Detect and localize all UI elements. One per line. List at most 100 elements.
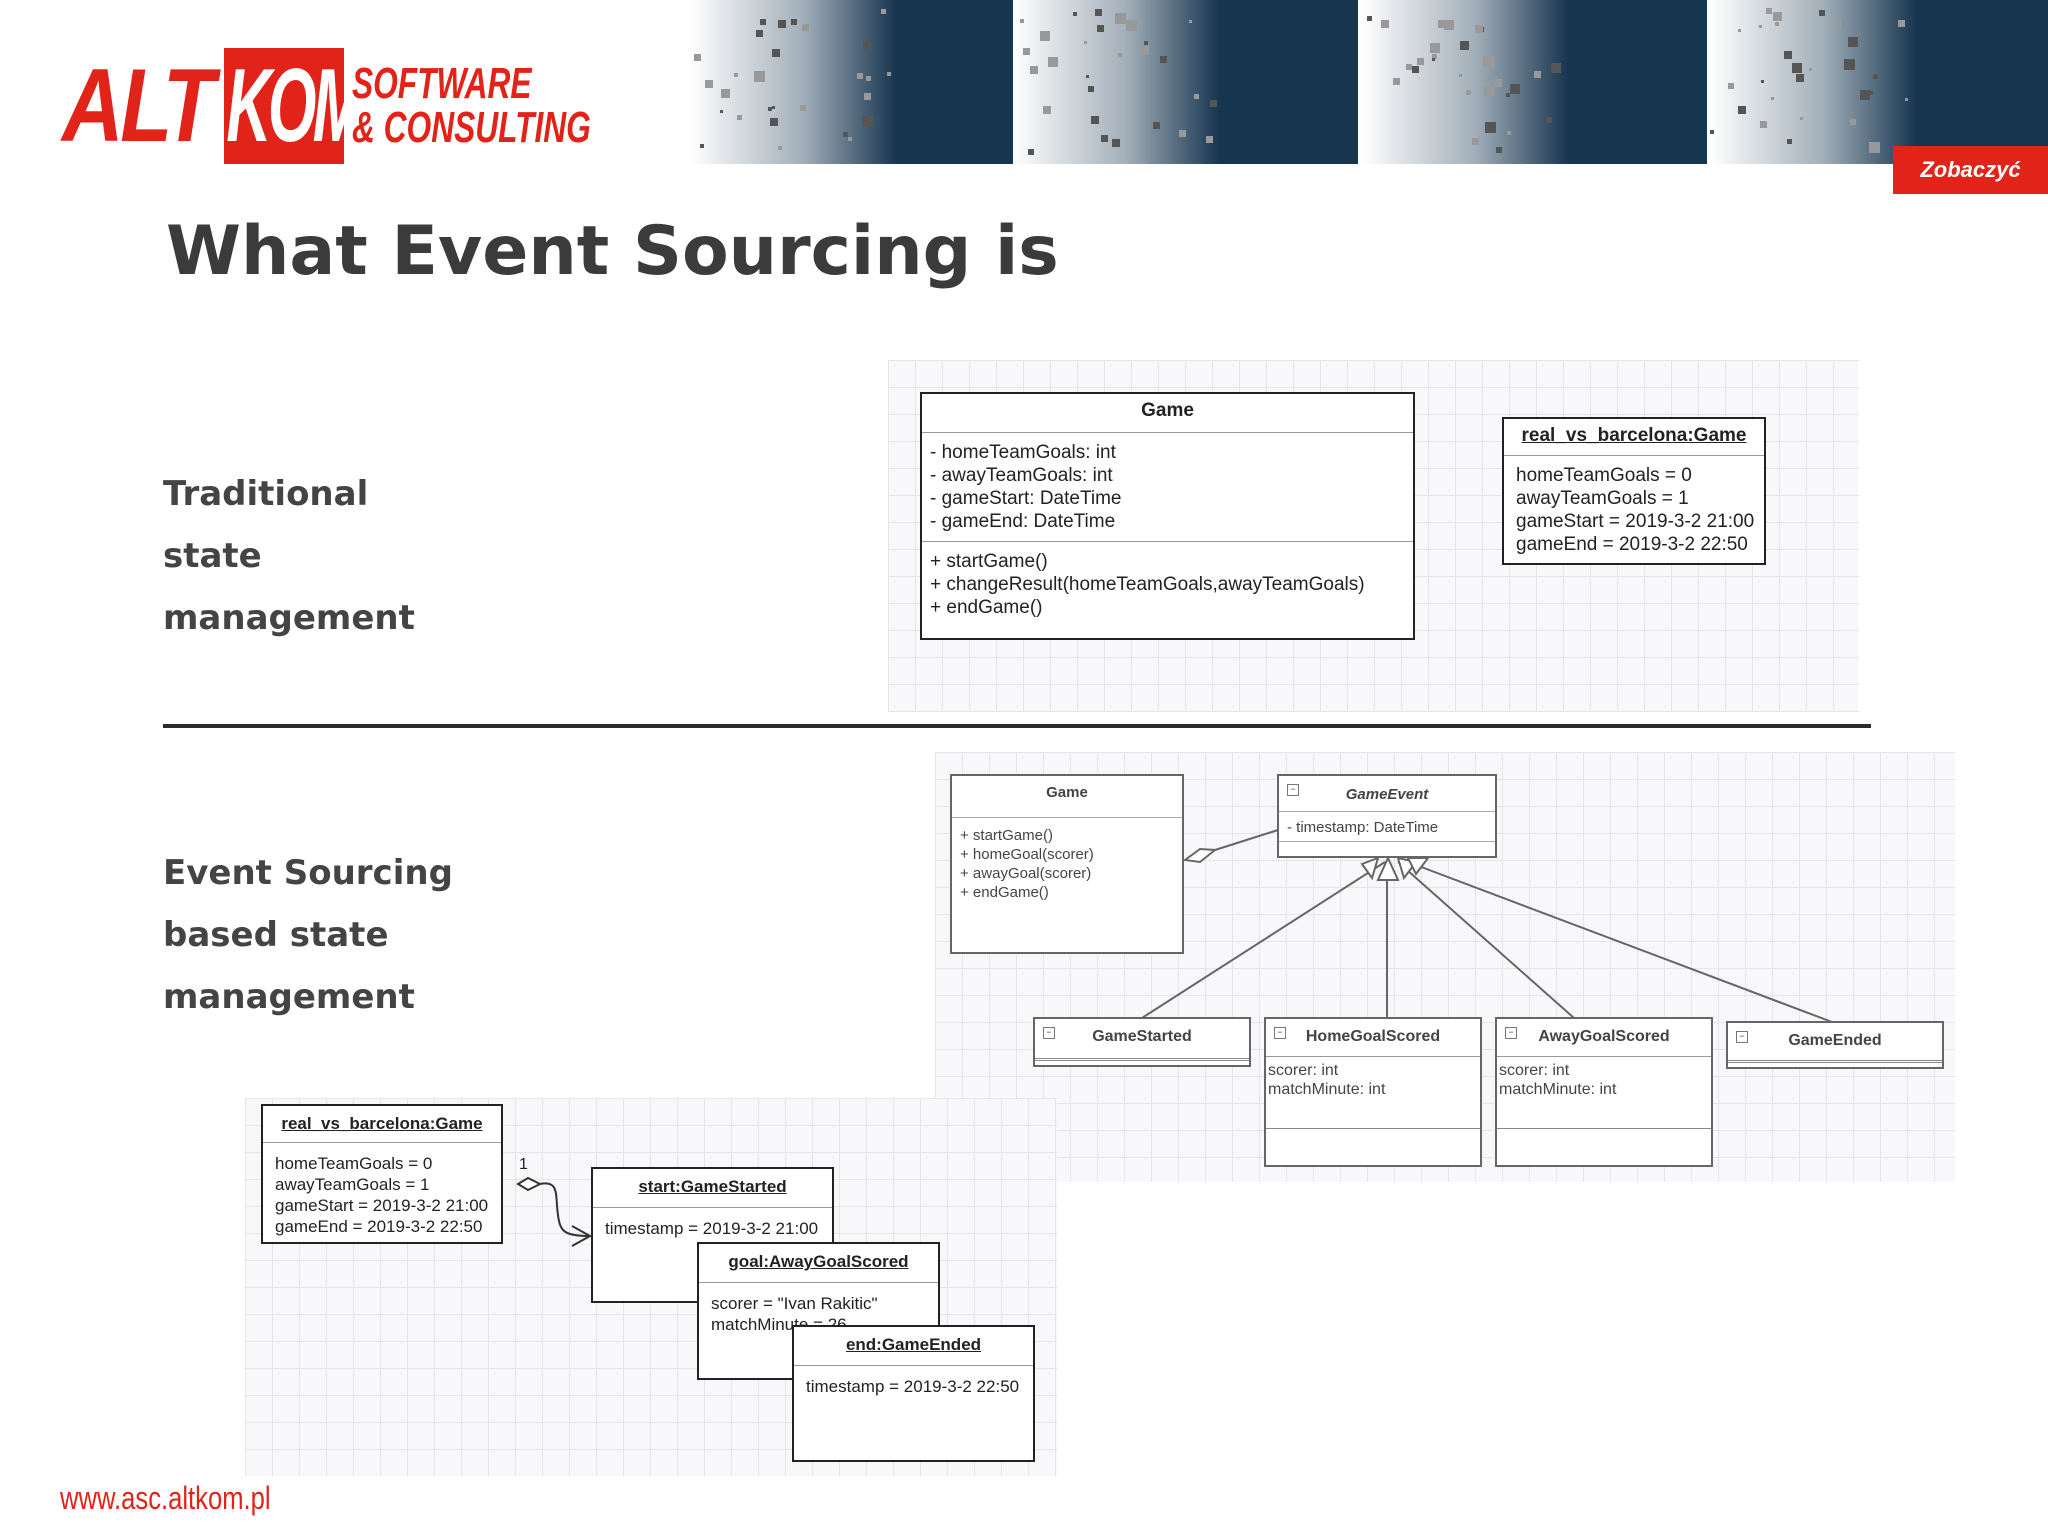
inheritance-arrowhead: [1406, 857, 1430, 876]
banner-fragment: [1412, 66, 1419, 73]
banner-fragment: [1444, 20, 1454, 30]
banner-fragment: [1759, 25, 1762, 28]
banner-fragment: [863, 41, 871, 49]
uml-class-homegoalscored: − HomeGoalScored scorer: int matchMinute…: [1264, 1017, 1482, 1167]
class-attributes: - homeTeamGoals: int - awayTeamGoals: in…: [922, 433, 1413, 541]
footer-url[interactable]: www.asc.altkom.pl: [60, 1480, 271, 1516]
operation: + endGame(): [930, 597, 1043, 618]
uml-class-game-es: Game + startGame() + homeGoal(scorer) + …: [950, 774, 1184, 954]
banner-fragment: [1460, 41, 1469, 50]
banner-fragment: [800, 105, 806, 111]
attribute: - homeTeamGoals: int: [930, 442, 1116, 463]
instance-name: real_vs_barcelona:Game: [1504, 419, 1764, 456]
banner-fragment: [1728, 83, 1734, 89]
collapse-icon: −: [1505, 1027, 1517, 1039]
logo-tagline: SOFTWARE & CONSULTING: [352, 62, 591, 150]
association-line: [539, 1182, 591, 1237]
banner-fragment: [705, 80, 713, 88]
banner-fragment: [1738, 106, 1746, 114]
class-attributes: scorer: int matchMinute: int: [1266, 1057, 1480, 1129]
banner-fragment: [1792, 63, 1802, 73]
banner-fragment: [772, 106, 775, 109]
banner-fragment: [1551, 63, 1561, 73]
banner-fragment: [1417, 58, 1424, 65]
uml-instance-end-gameended: end:GameEnded timestamp = 2019-3-2 22:50: [792, 1325, 1035, 1462]
traditional-label-line: Traditional: [163, 474, 369, 514]
banner-fragment: [1086, 75, 1089, 78]
uml-class-awaygoalscored: − AwayGoalScored scorer: int matchMinute…: [1495, 1017, 1713, 1167]
banner-fragment: [866, 76, 871, 81]
instance-name: real_vs_barcelona:Game: [263, 1106, 501, 1143]
banner-fragment: [1844, 59, 1855, 70]
banner-fragment: [1430, 43, 1440, 53]
banner-fragment: [1760, 121, 1767, 128]
banner-fragment: [1761, 80, 1764, 83]
attribute: - timestamp: DateTime: [1287, 819, 1439, 836]
banner-fragment: [720, 110, 723, 113]
class-name: GameStarted: [1035, 1019, 1249, 1061]
section-divider: [163, 724, 1871, 728]
instance-value: gameEnd = 2019-3-2 22:50: [1516, 534, 1748, 555]
banner-fragment: [1848, 37, 1858, 47]
banner-fragment: [1800, 117, 1803, 120]
instance-name: end:GameEnded: [794, 1327, 1033, 1366]
banner-panel-1: [690, 0, 1035, 164]
banner-fragment: [1510, 84, 1520, 94]
banner-fragment: [700, 144, 704, 148]
traditional-label: Traditional state management: [163, 463, 415, 649]
banner-fragment: [756, 30, 763, 37]
banner-fragment: [737, 115, 742, 120]
banner-fragment: [760, 19, 766, 25]
banner-fragment: [1860, 90, 1870, 100]
banner-fragment: [778, 20, 786, 28]
banner-fragment: [802, 24, 809, 31]
banner-fragment: [1091, 116, 1099, 124]
banner-fragment: [1738, 29, 1741, 32]
banner-fragment: [1048, 57, 1058, 67]
attribute: - gameStart: DateTime: [930, 488, 1122, 509]
instance-value: awayTeamGoals = 1: [275, 1175, 430, 1194]
multiplicity-label: 1: [519, 1156, 528, 1173]
event-label-line: management: [163, 977, 415, 1017]
class-name: Game: [922, 394, 1413, 433]
traditional-label-line: state: [163, 536, 262, 576]
banner-fragment: [1118, 53, 1122, 57]
banner-fragment: [1771, 97, 1774, 100]
banner-fragment: [1101, 135, 1108, 142]
banner-fragment: [1869, 91, 1873, 95]
banner-fragment: [721, 89, 730, 98]
banner-fragment: [694, 54, 701, 61]
banner-fragment: [1485, 122, 1496, 133]
class-name: Game: [952, 776, 1182, 818]
banner-fragment: [1160, 56, 1167, 63]
banner-fragment: [770, 118, 778, 126]
banner-fragment: [1432, 54, 1437, 59]
banner-fragment: [1466, 90, 1471, 95]
aggregation-line: [1214, 829, 1279, 851]
operation: + startGame(): [930, 551, 1048, 572]
banner-fragment: [1112, 139, 1120, 147]
banner-fragment: [1546, 117, 1552, 123]
banner-fragment: [768, 107, 772, 111]
class-name: HomeGoalScored: [1266, 1019, 1480, 1057]
logo-text-alt: ALT: [62, 48, 215, 164]
banner-fragment: [1905, 98, 1908, 101]
instance-values: homeTeamGoals = 0 awayTeamGoals = 1 game…: [1504, 456, 1764, 560]
banner-fragment: [1095, 9, 1102, 16]
uml-class-game: Game - homeTeamGoals: int - awayTeamGoal…: [920, 392, 1415, 640]
inheritance-line-gameended: [1407, 861, 1833, 1023]
instance-values: timestamp = 2019-3-2 21:00: [593, 1208, 832, 1243]
banner-panel-4: [1710, 0, 2048, 164]
collapse-icon: −: [1043, 1027, 1055, 1039]
uml-instance-real-vs-barcelona: real_vs_barcelona:Game homeTeamGoals = 0…: [1502, 417, 1766, 565]
attribute: matchMinute: int: [1268, 1081, 1386, 1098]
instance-value: homeTeamGoals = 0: [275, 1154, 433, 1173]
attribute: - awayTeamGoals: int: [930, 465, 1113, 486]
banner-fragment: [1494, 79, 1502, 87]
banner-fragment: [778, 146, 782, 150]
aggregation-diamond: [1182, 847, 1218, 864]
instance-value: timestamp = 2019-3-2 21:00: [605, 1219, 819, 1238]
banner-fragment: [1206, 136, 1213, 143]
logo-box: KOM: [224, 48, 365, 164]
